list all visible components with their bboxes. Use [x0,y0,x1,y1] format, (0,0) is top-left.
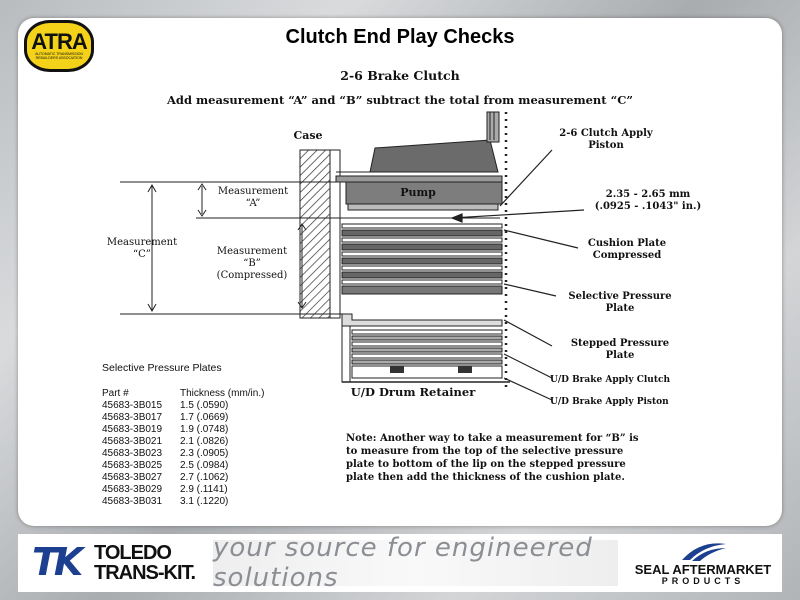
ttk-line2: TRANS-KIT. [94,562,196,584]
callout-cushion-plate: Cushion Plate Compressed [572,238,682,262]
callout-stepped-plate: Stepped Pressure Plate [556,338,684,362]
thickness-cell: 1.5 (.0590) [180,400,229,411]
thickness-cell: 3.1 (.1220) [180,496,229,507]
table-header: Part # Thickness (mm/in.) [102,388,264,400]
callout-apply-piston: 2-6 Clutch Apply Piston [546,128,666,152]
table-row: 45683-3B015 1.5 (.0590) [102,400,264,412]
table-header-part: Part # [102,388,129,399]
table-caption: Selective Pressure Plates [102,362,222,374]
slogan-banner: your source for engineered solutions [213,533,618,593]
thickness-cell: 2.3 (.0905) [180,448,229,459]
table-row: 45683-3B019 1.9 (.0748) [102,424,264,436]
part-number-cell: 45683-3B015 [102,400,163,411]
clutch-plate-stack [341,223,503,295]
drum-retainer-label: U/D Drum Retainer [350,385,476,399]
measurement-c-line2: “C” [133,249,151,260]
thickness-cell: 1.7 (.0669) [180,412,229,423]
case-wall [299,149,341,319]
callout-apply-piston-line1: 2-6 Clutch Apply [559,128,653,139]
callout-arrows [450,149,585,401]
diagram-instruction: Add measurement “A” and “B” subtract the… [166,93,633,107]
thickness-cell: 2.5 (.0984) [180,460,229,471]
thickness-cell: 2.7 (.1062) [180,472,229,483]
ttk-line1: TOLEDO [94,542,172,564]
callout-clearance: 2.35 - 2.65 mm (.0925 - .1043" in.) [578,189,718,213]
measurement-b-line2: “B” [243,258,261,269]
measurement-b-label: Measurement “B” (Compressed) [206,246,298,282]
measurement-a-label: Measurement “A” [208,186,298,210]
part-number-cell: 45683-3B025 [102,460,163,471]
callout-clearance-line2: (.0925 - .1043" in.) [594,201,702,212]
thickness-cell: 2.1 (.0826) [180,436,229,447]
measurement-note: Note: Another way to take a measurement … [346,433,639,483]
atra-logo: ATRA AUTOMATIC TRANSMISSION REBUILDERS A… [24,20,94,72]
seal-line2: PRODUCTS [661,576,745,586]
callout-ud-clutch: U/D Brake Apply Clutch [550,375,671,385]
measurement-b-line1: Measurement [216,246,288,257]
lower-clutch [341,313,510,383]
table-row: 45683-3B027 2.7 (.1062) [102,472,264,484]
callout-stepped-line2: Plate [605,350,635,361]
callout-stepped-line1: Stepped Pressure [570,338,670,349]
table-row: 45683-3B029 2.9 (.1141) [102,484,264,496]
atra-logo-subtext: AUTOMATIC TRANSMISSION REBUILDERS ASSOCI… [35,52,83,60]
part-number-cell: 45683-3B027 [102,472,163,483]
table-row: 45683-3B025 2.5 (.0984) [102,460,264,472]
table-row: 45683-3B023 2.3 (.0905) [102,448,264,460]
selective-plates-table: Selective Pressure Plates Part # Thickne… [102,362,264,508]
measurement-a-line1: Measurement [217,186,289,197]
measurement-b-line3: (Compressed) [216,270,288,281]
measurement-a-line2: “A” [245,198,261,209]
part-number-cell: 45683-3B031 [102,496,163,507]
table-row: 45683-3B021 2.1 (.0826) [102,436,264,448]
callout-selective-line2: Plate [605,303,635,314]
atra-logo-text: ATRA [31,29,87,54]
table-row: 45683-3B017 1.7 (.0669) [102,412,264,424]
part-number-cell: 45683-3B021 [102,436,163,447]
pump-assembly [335,111,503,211]
callout-cushion-line2: Compressed [592,250,662,261]
toledo-trans-kit-logo: TK TOLEDO TRANS-KIT. [32,538,212,588]
table-body: 45683-3B015 1.5 (.0590) 45683-3B017 1.7 (.0… [102,400,264,508]
seal-swoosh-icon [682,543,726,561]
callout-selective-line1: Selective Pressure [568,291,672,302]
table-row: 45683-3B031 3.1 (.1220) [102,496,264,508]
seal-aftermarket-logo: SEAL AFTERMARKET PRODUCTS [630,538,776,588]
part-number-cell: 45683-3B023 [102,448,163,459]
measurement-c-label: Measurement “C” [100,237,184,261]
thickness-cell: 2.9 (.1141) [180,484,228,495]
callout-clearance-line1: 2.35 - 2.65 mm [605,189,691,200]
part-number-cell: 45683-3B029 [102,484,163,495]
part-number-cell: 45683-3B017 [102,412,163,423]
callout-ud-piston: U/D Brake Apply Piston [550,397,669,407]
callout-selective-plate: Selective Pressure Plate [556,291,684,315]
pump-label: Pump [400,186,436,199]
measurement-c-line1: Measurement [106,237,178,248]
diagram-heading: 2-6 Brake Clutch [340,68,460,83]
callout-apply-piston-line2: Piston [588,140,624,151]
part-number-cell: 45683-3B019 [102,424,163,435]
seal-line1: SEAL AFTERMARKET [634,562,772,577]
ttk-mark: TK [32,540,83,584]
page-title: Clutch End Play Checks [285,26,515,48]
measurement-lines [120,181,500,315]
table-header-thickness: Thickness (mm/in.) [180,388,265,399]
callout-cushion-line1: Cushion Plate [587,238,667,249]
thickness-cell: 1.9 (.0748) [180,424,229,435]
footer-banner: TK TOLEDO TRANS-KIT. your source for eng… [18,533,782,593]
case-label: Case [293,129,323,142]
